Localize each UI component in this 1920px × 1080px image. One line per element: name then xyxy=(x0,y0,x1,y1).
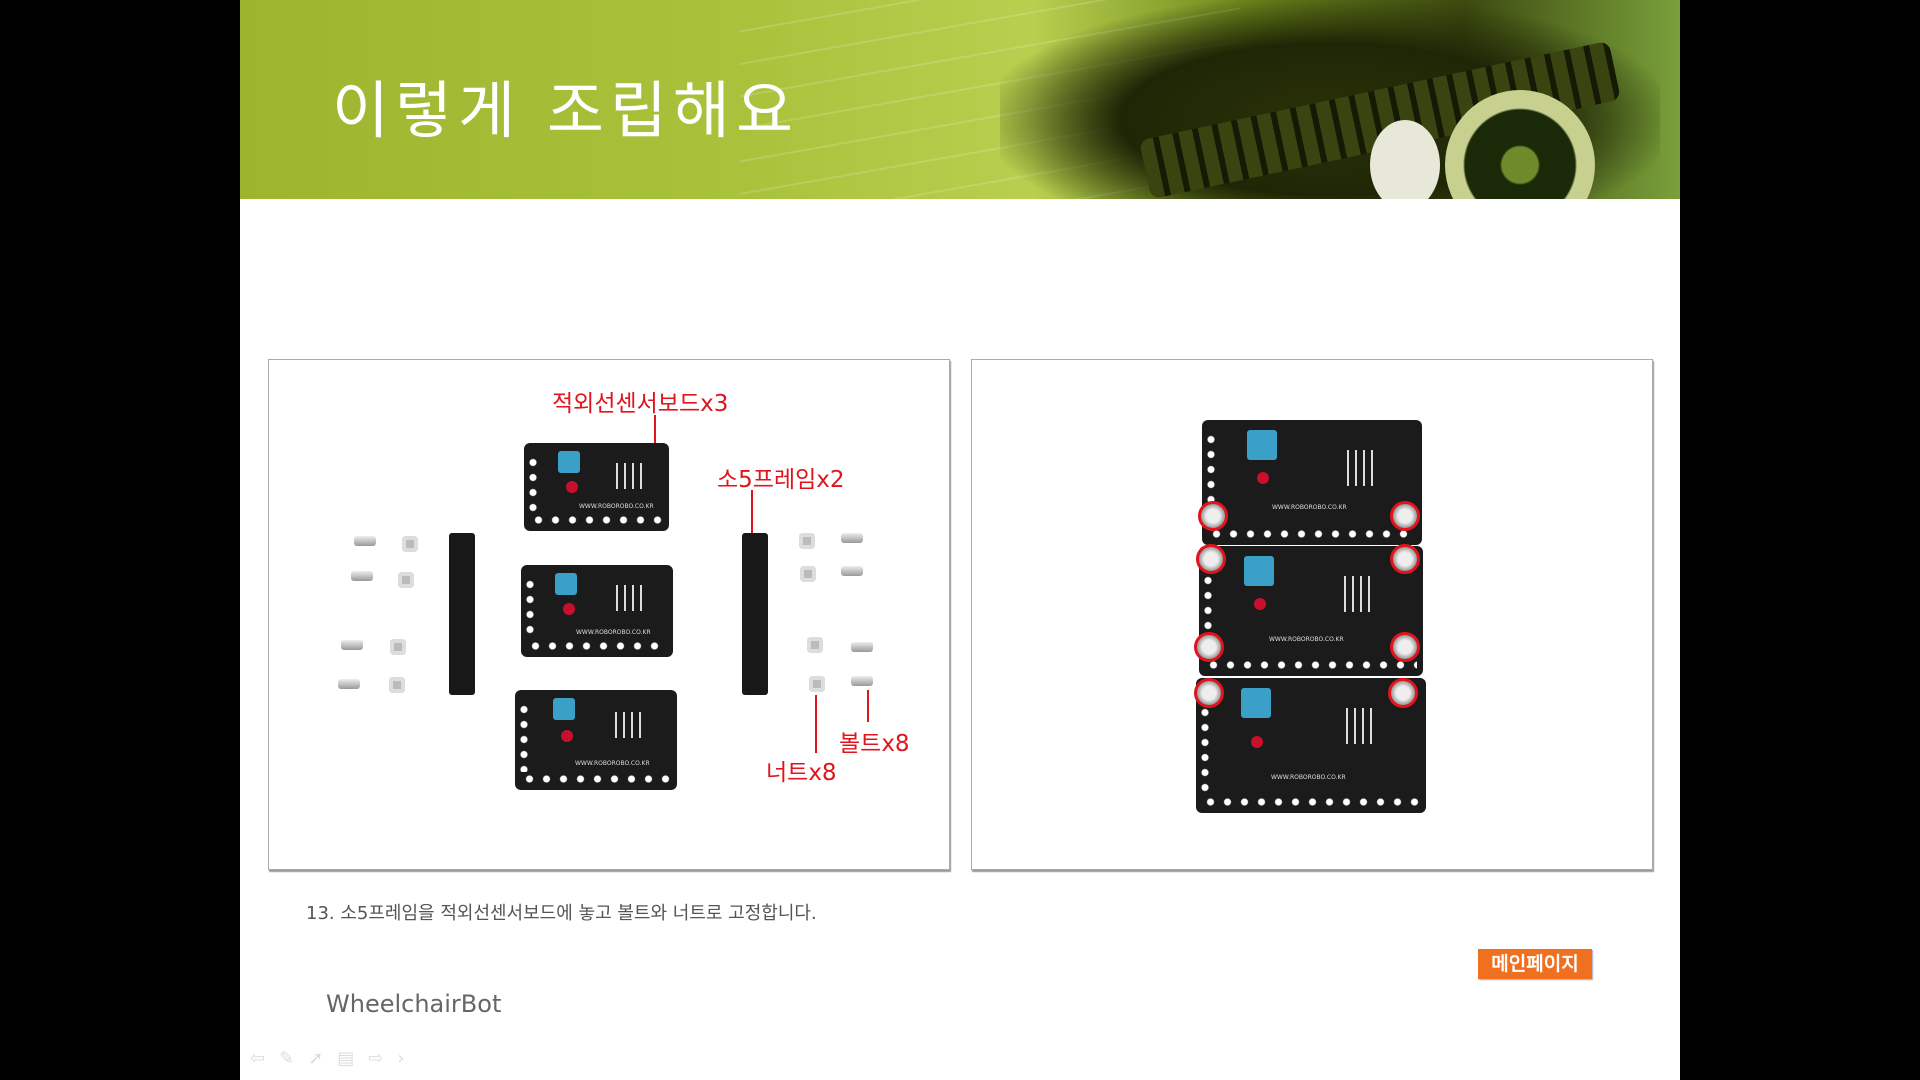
assembled-image-panel: WWW.ROBOROBO.CO.KR WWW.ROBOROBO.CO.KR WW… xyxy=(971,359,1653,870)
leader-line xyxy=(867,690,869,722)
frame-part xyxy=(449,533,475,695)
nut xyxy=(809,676,825,692)
board-url: WWW.ROBOROBO.CO.KR xyxy=(579,503,654,510)
pen-icon[interactable]: ✎ xyxy=(279,1048,295,1069)
slide-menu-icon[interactable]: ▤ xyxy=(337,1048,355,1069)
pointer-icon[interactable]: ➚ xyxy=(308,1048,324,1069)
board-url: WWW.ROBOROBO.CO.KR xyxy=(1271,774,1346,781)
highlighted-bolt xyxy=(1198,501,1228,531)
sensor-board: WWW.ROBOROBO.CO.KR xyxy=(524,443,669,531)
board-url: WWW.ROBOROBO.CO.KR xyxy=(1269,636,1344,643)
sensor-board: WWW.ROBOROBO.CO.KR xyxy=(1196,678,1426,813)
bolt xyxy=(354,536,376,546)
page-title: 이렇게 조립해요 xyxy=(332,74,799,147)
label-bolt: 볼트x8 xyxy=(839,731,910,757)
robot-wheel xyxy=(1445,90,1595,199)
next-arrow-icon[interactable]: ⇨ xyxy=(368,1048,384,1069)
board-url: WWW.ROBOROBO.CO.KR xyxy=(1272,504,1347,511)
bolt xyxy=(341,640,363,650)
label-nut: 너트x8 xyxy=(766,760,837,786)
frame-part xyxy=(742,533,768,695)
sensor-board: WWW.ROBOROBO.CO.KR xyxy=(1202,420,1422,545)
nut xyxy=(800,566,816,582)
bolt xyxy=(841,533,863,543)
header-banner: 이렇게 조립해요 xyxy=(240,0,1680,199)
leader-line xyxy=(751,490,753,533)
nut xyxy=(390,639,406,655)
label-frame: 소5프레임x2 xyxy=(717,467,845,493)
sensor-board: WWW.ROBOROBO.CO.KR xyxy=(521,565,673,657)
label-sensor-board: 적외선센서보드x3 xyxy=(552,391,729,417)
sensor-board: WWW.ROBOROBO.CO.KR xyxy=(515,690,677,790)
bolt xyxy=(338,679,360,689)
main-page-button[interactable]: 메인페이지 xyxy=(1478,949,1592,979)
nut xyxy=(398,572,414,588)
robot-wheel-white xyxy=(1370,120,1440,199)
slideshow-nav: ⇦ ✎ ➚ ▤ ⇨ › xyxy=(250,1048,405,1069)
parts-image-panel: WWW.ROBOROBO.CO.KR WWW.ROBOROBO.CO.KR WW… xyxy=(268,359,950,870)
leader-line xyxy=(815,695,817,753)
highlighted-bolt xyxy=(1390,501,1420,531)
nut xyxy=(402,536,418,552)
highlighted-bolt xyxy=(1194,632,1224,662)
nut xyxy=(807,637,823,653)
bolt xyxy=(841,566,863,576)
sensor-board: WWW.ROBOROBO.CO.KR xyxy=(1199,546,1423,676)
bolt xyxy=(851,642,873,652)
leader-line xyxy=(654,415,656,443)
board-url: WWW.ROBOROBO.CO.KR xyxy=(576,629,651,636)
previous-arrow-icon[interactable]: ⇦ xyxy=(250,1048,266,1069)
slide: 이렇게 조립해요 WWW.ROBOROBO.CO.KR WWW.ROBOROBO… xyxy=(240,0,1680,1080)
highlighted-bolt xyxy=(1390,544,1420,574)
step-caption: 13. 소5프레임을 적외선센서보드에 놓고 볼트와 너트로 고정합니다. xyxy=(306,903,817,924)
highlighted-bolt xyxy=(1388,678,1418,708)
brand-label: WheelchairBot xyxy=(326,990,502,1018)
chevron-right-icon[interactable]: › xyxy=(397,1048,405,1069)
board-url: WWW.ROBOROBO.CO.KR xyxy=(575,760,650,767)
bolt xyxy=(351,571,373,581)
bolt xyxy=(851,676,873,686)
nut xyxy=(799,533,815,549)
highlighted-bolt xyxy=(1390,632,1420,662)
highlighted-bolt xyxy=(1196,544,1226,574)
highlighted-bolt xyxy=(1194,678,1224,708)
nut xyxy=(389,677,405,693)
